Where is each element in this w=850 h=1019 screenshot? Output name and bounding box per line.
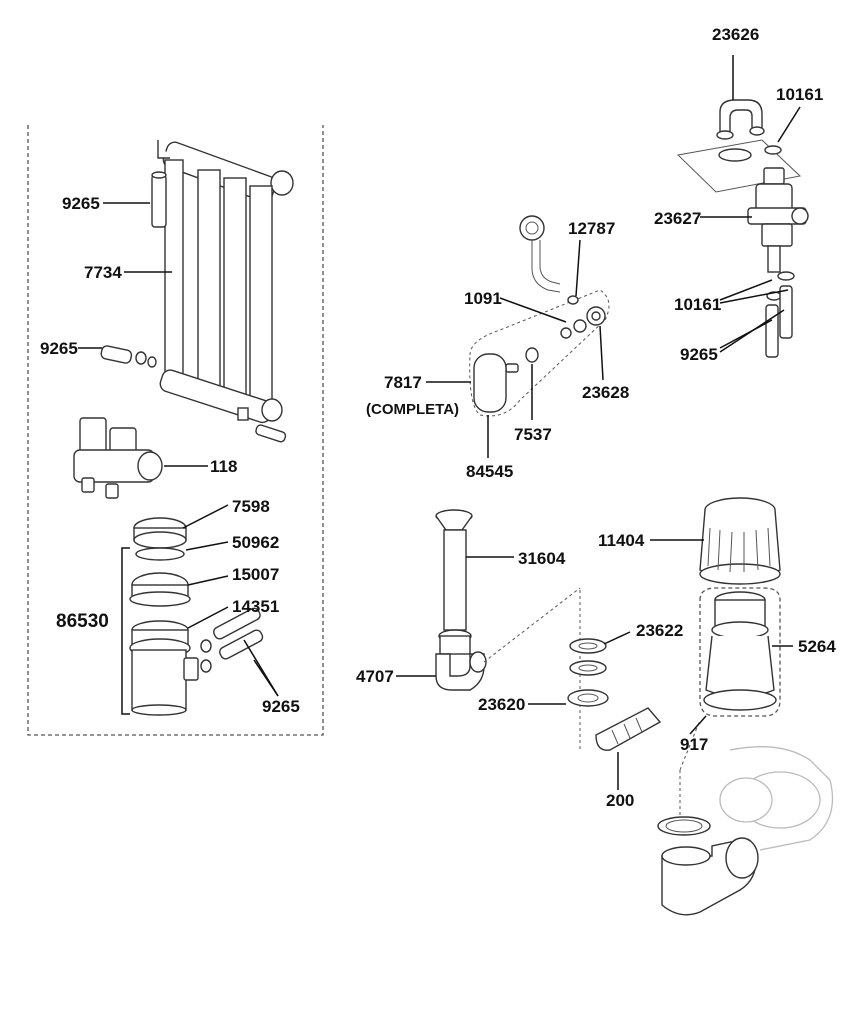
washer-23620	[567, 689, 609, 707]
assembly-outline-7817	[469, 289, 610, 417]
label-11404: 11404	[598, 531, 645, 550]
label-5264: 5264	[798, 637, 836, 656]
label-14351: 14351	[232, 597, 280, 616]
washer-10161-b	[777, 271, 795, 281]
washer-7537	[525, 347, 539, 363]
left-assembly-outline	[27, 125, 324, 736]
label-7817-note: (COMPLETA)	[366, 401, 460, 418]
label-10161-mid: 10161	[674, 295, 722, 314]
label-23622: 23622	[636, 621, 684, 640]
filter-body-5264	[703, 591, 777, 711]
label-9265-a: 9265	[62, 194, 100, 213]
label-917: 917	[680, 735, 709, 754]
tube-9265-b	[100, 345, 133, 364]
washer-10161-a	[764, 145, 782, 155]
filter-basket-11404	[699, 497, 781, 585]
hose-adapter-200	[595, 707, 662, 751]
label-84545: 84545	[466, 462, 514, 481]
label-12787: 12787	[568, 219, 616, 238]
label-9265-c: 9265	[262, 697, 300, 716]
label-7598: 7598	[232, 497, 270, 516]
label-7734: 7734	[84, 263, 122, 282]
heat-exchanger-part	[157, 140, 294, 443]
tube-9265-c1	[213, 607, 261, 640]
label-31604: 31604	[518, 549, 566, 568]
filter-assembly-part	[129, 517, 199, 716]
valve-23627	[747, 167, 809, 273]
label-9265-right: 9265	[680, 345, 718, 364]
label-118: 118	[210, 457, 238, 476]
tube-9265-a	[151, 174, 167, 228]
label-15007: 15007	[232, 565, 280, 584]
label-23626: 23626	[712, 25, 760, 44]
label-23628: 23628	[582, 383, 630, 402]
cap-84545	[473, 353, 507, 413]
tube-9265-c2	[219, 629, 264, 660]
label-1091: 1091	[464, 289, 502, 308]
label-4707: 4707	[356, 667, 394, 686]
washer-23622-b	[569, 660, 607, 676]
label-7817: 7817	[384, 373, 422, 392]
label-23627: 23627	[654, 209, 702, 228]
label-50962: 50962	[232, 533, 280, 552]
label-86530: 86530	[56, 611, 109, 632]
label-23620: 23620	[478, 695, 526, 714]
label-10161-top: 10161	[776, 85, 824, 104]
siphon-elbow	[657, 746, 834, 916]
label-9265-b: 9265	[40, 339, 78, 358]
tube-9265-right-2	[765, 304, 779, 358]
solenoid-valve-part	[73, 417, 163, 499]
drain-pipe-31604	[435, 509, 473, 655]
label-200: 200	[606, 791, 635, 810]
label-7537: 7537	[514, 425, 552, 444]
washer-23622-a	[569, 638, 607, 654]
